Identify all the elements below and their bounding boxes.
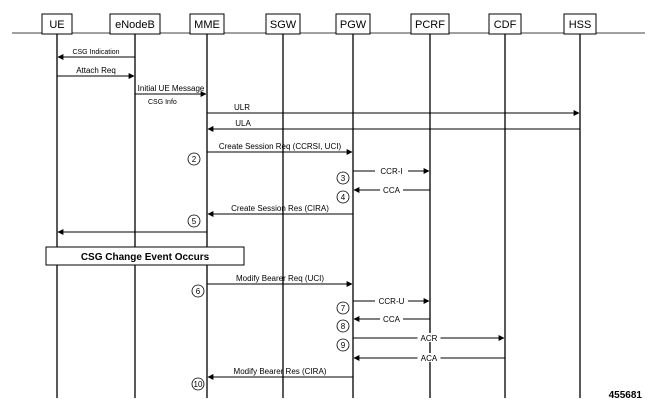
entity-label-ue: UE xyxy=(49,19,64,31)
message-16: Modify Bearer Res (CIRA) 10 xyxy=(191,367,353,391)
message-11: Modify Bearer Req (UCI) 6 xyxy=(191,274,353,298)
message-label-gap xyxy=(380,185,403,194)
message-3: Initial UE Message xyxy=(135,84,207,97)
step-circle xyxy=(336,338,350,352)
message-6: Create Session Req (CCRSI, UCI) 2 xyxy=(187,142,353,166)
entity-cdf: CDF xyxy=(488,13,522,398)
step-circle xyxy=(336,319,350,333)
message-label: Modify Bearer Req (UCI) xyxy=(236,274,324,283)
message-label: ULA xyxy=(235,119,251,128)
csg-change-event: CSG Change Event Occurs xyxy=(45,246,245,266)
step-number: 8 xyxy=(341,322,346,331)
entity-mme: MME xyxy=(189,13,225,398)
entity-label-enodeb: eNodeB xyxy=(115,19,155,31)
message-label: ACR xyxy=(421,334,438,343)
step-circle xyxy=(187,152,201,166)
entity-box-ue xyxy=(41,13,73,35)
entity-ue: UE xyxy=(41,13,73,398)
entity-hss: HSS xyxy=(563,13,597,398)
message-13: CCA 8 xyxy=(336,314,430,333)
step-number: 10 xyxy=(194,380,203,389)
entity-sgw: SGW xyxy=(265,13,301,398)
entity-box-enodeb xyxy=(109,13,161,35)
step-circle xyxy=(336,190,350,204)
step-number: 4 xyxy=(341,193,346,202)
entity-box-sgw xyxy=(265,13,301,35)
message-label: CCA xyxy=(383,315,401,324)
message-2: Attach Req xyxy=(57,66,135,79)
message-1: CSG Indication xyxy=(57,49,135,60)
message-label: ULR xyxy=(234,103,250,112)
entity-label-pcrf: PCRF xyxy=(415,19,445,31)
entity-box-cdf xyxy=(488,13,522,35)
entity-label-mme: MME xyxy=(194,19,220,31)
step-circle xyxy=(336,171,350,185)
message-15: ACA xyxy=(353,353,505,363)
message-7: CCR-I 3 xyxy=(336,166,430,185)
event-box xyxy=(45,246,245,266)
message-label: Create Session Req (CCRSI, UCI) xyxy=(219,142,342,151)
message-label: CCA xyxy=(383,186,401,195)
event-label: CSG Change Event Occurs xyxy=(81,252,210,263)
step-number: 6 xyxy=(196,287,201,296)
step-circle xyxy=(191,284,205,298)
step-number: 2 xyxy=(192,155,197,164)
message-label-gap xyxy=(380,314,403,323)
message-label-gap xyxy=(375,166,408,175)
message-label-gap xyxy=(417,333,441,342)
entity-box-pgw xyxy=(335,13,371,35)
message-label: CSG Indication xyxy=(72,49,119,56)
entity-label-sgw: SGW xyxy=(270,19,297,31)
entity-enodeb: eNodeB xyxy=(109,13,161,398)
message-8: CCA 4 xyxy=(336,185,430,204)
message-label: Initial UE Message xyxy=(138,84,205,93)
entity-box-hss xyxy=(563,13,597,35)
message-5: ULA xyxy=(207,119,580,132)
message-4: ULR xyxy=(207,103,580,116)
csg-info-label: CSG Info xyxy=(148,99,177,106)
entity-pgw: PGW xyxy=(335,13,371,398)
entity-box-pcrf xyxy=(410,13,450,35)
entity-box-mme xyxy=(189,13,225,35)
message-label-gap xyxy=(417,353,441,362)
step-circle xyxy=(187,214,201,228)
step-circle xyxy=(336,301,350,315)
figure-id: 455681 xyxy=(609,390,643,401)
step-number: 3 xyxy=(341,174,346,183)
step-number: 9 xyxy=(341,341,346,350)
message-label: Modify Bearer Res (CIRA) xyxy=(234,367,327,376)
entity-label-pgw: PGW xyxy=(340,19,367,31)
message-label-gap xyxy=(375,296,408,305)
message-12: CCR-U 7 xyxy=(336,296,430,315)
message-label: CCR-U xyxy=(379,297,405,306)
step-circle xyxy=(191,377,205,391)
message-label: Create Session Res (CIRA) xyxy=(231,204,329,213)
entity-label-hss: HSS xyxy=(569,19,592,31)
message-label: ACA xyxy=(421,354,438,363)
message-9: Create Session Res (CIRA) 5 xyxy=(187,204,353,228)
step-number: 5 xyxy=(192,217,197,226)
step-number: 7 xyxy=(341,304,346,313)
message-14: ACR 9 xyxy=(336,333,505,352)
entity-label-cdf: CDF xyxy=(494,19,517,31)
message-label: CCR-I xyxy=(380,167,402,176)
message-label: Attach Req xyxy=(76,66,116,75)
